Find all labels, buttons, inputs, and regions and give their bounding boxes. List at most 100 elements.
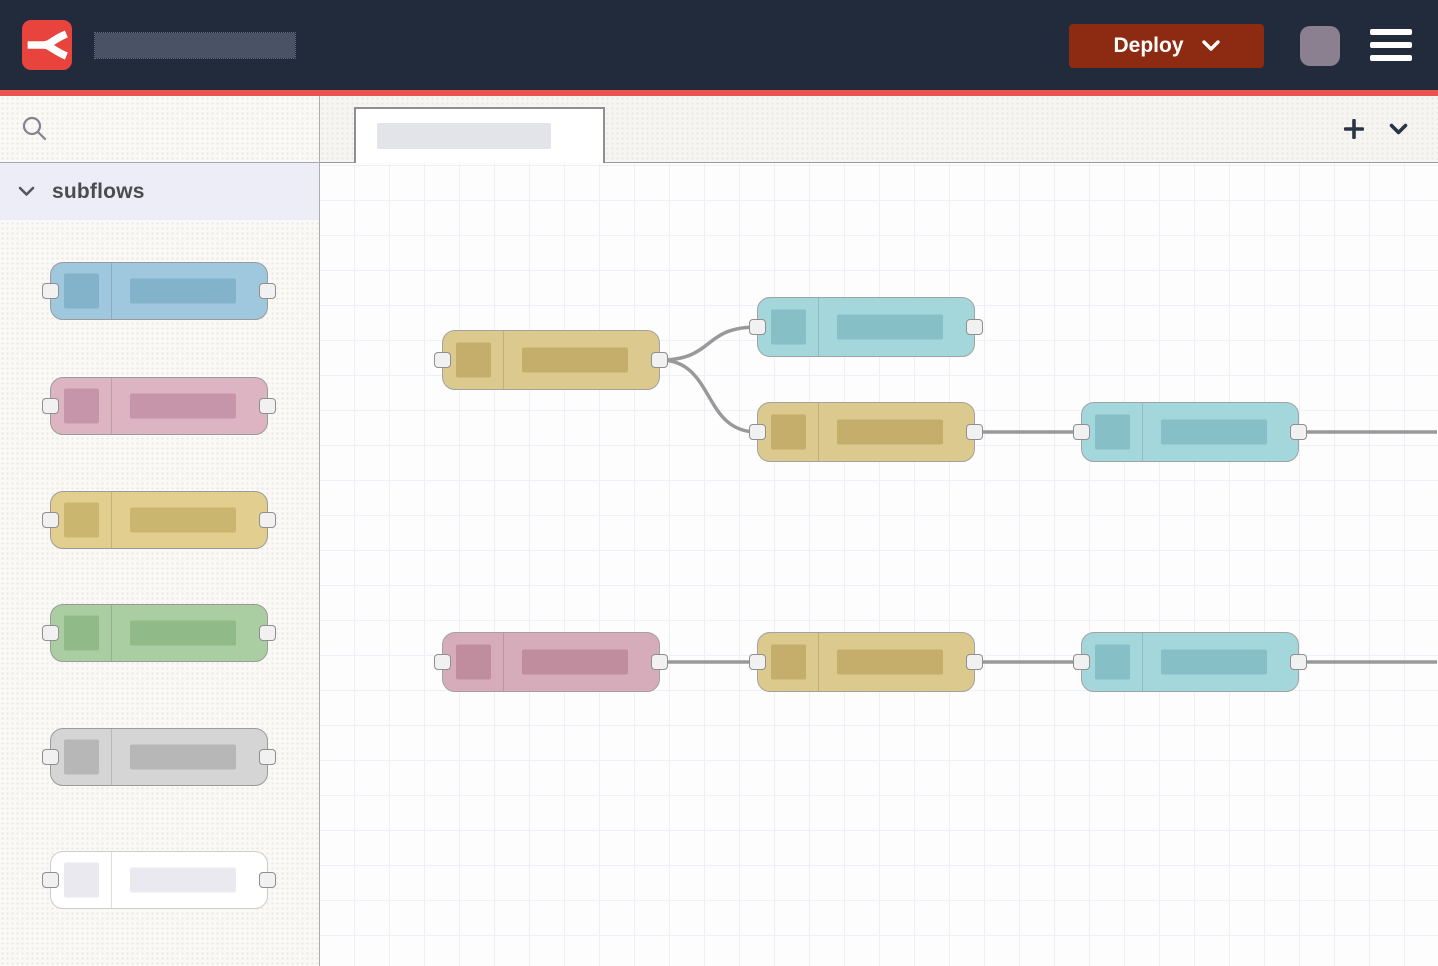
- input-port[interactable]: [434, 654, 451, 670]
- node-label-placeholder: [1161, 649, 1267, 675]
- output-port[interactable]: [259, 283, 276, 299]
- node-icon: [64, 739, 99, 775]
- output-port[interactable]: [1290, 424, 1307, 440]
- node-icon: [64, 615, 99, 651]
- wire[interactable]: [658, 358, 759, 434]
- input-port[interactable]: [42, 512, 59, 528]
- deploy-button[interactable]: Deploy: [1069, 24, 1264, 68]
- flow-node-yellow[interactable]: [434, 330, 668, 390]
- palette-node-list: [0, 220, 319, 965]
- palette-node-green[interactable]: [42, 604, 276, 662]
- output-port[interactable]: [259, 512, 276, 528]
- header-bar: Deploy: [0, 0, 1438, 90]
- node-icon: [1095, 644, 1130, 680]
- header-title-placeholder: [94, 32, 296, 59]
- flow-node-cyan[interactable]: [749, 297, 983, 357]
- node-label-placeholder: [522, 649, 628, 675]
- header-accent-line: [0, 90, 1438, 96]
- node-icon: [456, 342, 491, 378]
- input-port[interactable]: [42, 872, 59, 888]
- node-icon: [64, 862, 99, 898]
- node-label-placeholder: [837, 314, 943, 340]
- chevron-down-icon[interactable]: [1389, 123, 1408, 136]
- output-port[interactable]: [259, 625, 276, 641]
- node-label-placeholder: [130, 744, 236, 770]
- input-port[interactable]: [42, 283, 59, 299]
- node-icon-divider: [818, 298, 819, 356]
- flow-tab-label-placeholder: [377, 123, 551, 149]
- input-port[interactable]: [1073, 424, 1090, 440]
- input-port[interactable]: [1073, 654, 1090, 670]
- flow-tab-active[interactable]: [354, 107, 605, 163]
- flow-node-pink[interactable]: [434, 632, 668, 692]
- wire-layer: [658, 325, 1437, 664]
- flow-node-yellow[interactable]: [749, 632, 983, 692]
- node-icon: [1095, 414, 1130, 450]
- input-port[interactable]: [42, 398, 59, 414]
- flow-canvas-region: [320, 96, 1438, 966]
- input-port[interactable]: [434, 352, 451, 368]
- flow-node-cyan[interactable]: [1073, 402, 1307, 462]
- output-port[interactable]: [1290, 654, 1307, 670]
- node-icon-divider: [503, 331, 504, 389]
- branch-logo-icon: [27, 30, 68, 60]
- palette-sidebar: subflows: [0, 96, 320, 966]
- output-port[interactable]: [651, 654, 668, 670]
- node-icon-divider: [111, 605, 112, 661]
- node-label-placeholder: [522, 347, 628, 373]
- node-icon: [64, 273, 99, 309]
- node-label-placeholder: [130, 507, 236, 533]
- output-port[interactable]: [259, 398, 276, 414]
- node-icon: [771, 644, 806, 680]
- palette-node-yellow[interactable]: [42, 491, 276, 549]
- palette-node-gray[interactable]: [42, 728, 276, 786]
- input-port[interactable]: [42, 625, 59, 641]
- node-icon-divider: [111, 729, 112, 785]
- node-icon-divider: [1142, 633, 1143, 691]
- plus-icon[interactable]: [1344, 119, 1364, 139]
- flow-node-yellow[interactable]: [749, 402, 983, 462]
- palette-section-subflows[interactable]: subflows: [0, 162, 319, 220]
- node-icon: [771, 309, 806, 345]
- app-logo[interactable]: [22, 20, 72, 70]
- palette-node-blue[interactable]: [42, 262, 276, 320]
- node-icon-divider: [1142, 403, 1143, 461]
- palette-node-white[interactable]: [42, 851, 276, 909]
- flow-workspace[interactable]: [320, 163, 1438, 966]
- node-label-placeholder: [837, 419, 943, 445]
- output-port[interactable]: [651, 352, 668, 368]
- palette-search[interactable]: [0, 96, 319, 162]
- output-port[interactable]: [259, 872, 276, 888]
- node-icon: [456, 644, 491, 680]
- node-label-placeholder: [130, 620, 236, 646]
- node-icon: [64, 502, 99, 538]
- output-port[interactable]: [966, 654, 983, 670]
- output-port[interactable]: [259, 749, 276, 765]
- node-icon-divider: [111, 492, 112, 548]
- user-avatar[interactable]: [1300, 26, 1340, 66]
- flow-node-cyan[interactable]: [1073, 632, 1307, 692]
- input-port[interactable]: [42, 749, 59, 765]
- node-icon-divider: [111, 378, 112, 434]
- flow-tab-bar: [320, 96, 1438, 163]
- output-port[interactable]: [966, 319, 983, 335]
- output-port[interactable]: [966, 424, 983, 440]
- node-icon-divider: [503, 633, 504, 691]
- node-label-placeholder: [130, 867, 236, 893]
- palette-node-pink[interactable]: [42, 377, 276, 435]
- node-label-placeholder: [1161, 419, 1267, 445]
- wire[interactable]: [658, 325, 759, 362]
- input-port[interactable]: [749, 654, 766, 670]
- node-icon-divider: [818, 633, 819, 691]
- search-icon: [22, 116, 47, 141]
- input-port[interactable]: [749, 424, 766, 440]
- input-port[interactable]: [749, 319, 766, 335]
- node-icon-divider: [818, 403, 819, 461]
- node-label-placeholder: [130, 393, 236, 419]
- node-icon: [64, 388, 99, 424]
- node-label-placeholder: [837, 649, 943, 675]
- hamburger-menu-icon[interactable]: [1370, 29, 1412, 61]
- node-label-placeholder: [130, 278, 236, 304]
- chevron-down-icon: [1201, 40, 1220, 51]
